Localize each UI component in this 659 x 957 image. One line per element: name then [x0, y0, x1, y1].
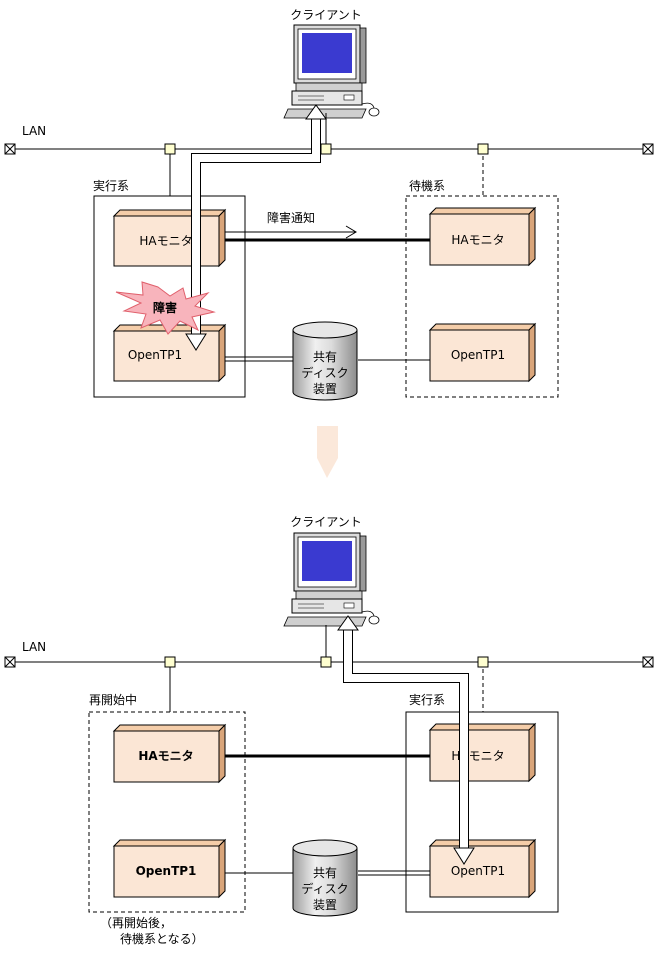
top-shared-disk-icon: 共有 ディスク 装置 — [292, 321, 358, 401]
bottom-disk-label-3: 装置 — [313, 898, 337, 912]
bottom-opentp1-left-box: OpenTP1 — [112, 838, 227, 899]
bottom-panel: クライアント LAN 再開始中 実行系 HAモニタ — [4, 515, 654, 946]
top-panel: クライアント LAN 実行系 待機系 障害通知 HAモニタ — [4, 8, 654, 401]
transition-down-arrow-icon — [317, 426, 338, 478]
bottom-opentp1-right-box: OpenTP1 — [428, 838, 537, 899]
top-opentp1-left-label: OpenTP1 — [128, 348, 182, 362]
top-lan-node-standby — [477, 143, 489, 155]
top-lan-terminator-left-icon — [4, 143, 16, 155]
top-ha-monitor-right-box: HAモニタ — [428, 206, 537, 267]
bottom-lan-node-left — [164, 656, 176, 668]
top-active-system-frame — [93, 195, 246, 398]
top-ha-monitor-left-box: HAモニタ — [112, 208, 227, 268]
bottom-active-system-frame — [405, 711, 559, 913]
bottom-lan-terminator-left-icon — [4, 656, 16, 668]
top-lan-node-client — [320, 143, 332, 155]
top-client-pc-icon — [283, 24, 380, 119]
top-failure-notice-label: 障害通知 — [267, 210, 315, 225]
bottom-ha-monitor-left-box: HAモニタ — [112, 723, 227, 784]
bottom-client-route-arrow — [337, 615, 475, 865]
top-disk-label-3: 装置 — [313, 382, 337, 396]
bottom-restarting-system-frame — [88, 711, 246, 913]
top-disk-label-2: ディスク — [301, 365, 348, 380]
top-ha-monitor-right-label: HAモニタ — [451, 233, 504, 247]
top-disk-label-1: 共有 — [313, 350, 337, 364]
top-opentp1-left-box: OpenTP1 — [112, 323, 227, 383]
bottom-note-line-1: （再開始後， — [100, 916, 172, 930]
top-lan-node-active — [164, 143, 176, 155]
top-opentp1-right-box: OpenTP1 — [428, 322, 537, 383]
top-lan-terminator-right-icon — [642, 143, 654, 155]
top-failure-burst-icon: 障害 — [115, 281, 216, 335]
bottom-lan-label: LAN — [22, 640, 46, 654]
bottom-opentp1-left-label: OpenTP1 — [136, 864, 197, 878]
top-active-label: 実行系 — [93, 178, 129, 193]
bottom-active-label: 実行系 — [409, 692, 445, 707]
bottom-disk-label-2: ディスク — [301, 881, 348, 896]
bottom-note-line-2: 待機系となる） — [120, 931, 204, 946]
bottom-shared-disk-icon: 共有 ディスク 装置 — [292, 839, 358, 917]
bottom-disk-label-1: 共有 — [313, 866, 337, 880]
top-client-route-arrow — [185, 104, 327, 351]
top-lan-label: LAN — [22, 124, 46, 138]
bottom-opentp1-right-label: OpenTP1 — [451, 864, 505, 878]
bottom-lan-terminator-right-icon — [642, 656, 654, 668]
top-failure-notice-arrow — [208, 231, 356, 265]
bottom-ha-monitor-right-box: HAモニタ — [428, 722, 537, 783]
top-standby-label: 待機系 — [409, 178, 445, 193]
bottom-restarting-label: 再開始中 — [89, 692, 137, 707]
top-failure-notice-arrowhead — [345, 225, 357, 239]
bottom-ha-monitor-left-label: HAモニタ — [138, 749, 193, 763]
bottom-lan-node-right — [477, 656, 489, 668]
top-client-label: クライアント — [290, 8, 362, 22]
bottom-client-label: クライアント — [290, 515, 362, 529]
top-opentp1-right-label: OpenTP1 — [451, 348, 505, 362]
top-failure-label: 障害 — [153, 300, 177, 315]
top-ha-monitor-left-label: HAモニタ — [139, 234, 192, 248]
top-standby-system-frame — [405, 195, 559, 398]
bottom-client-pc-icon — [283, 532, 380, 627]
bottom-lan-node-client — [320, 656, 332, 668]
